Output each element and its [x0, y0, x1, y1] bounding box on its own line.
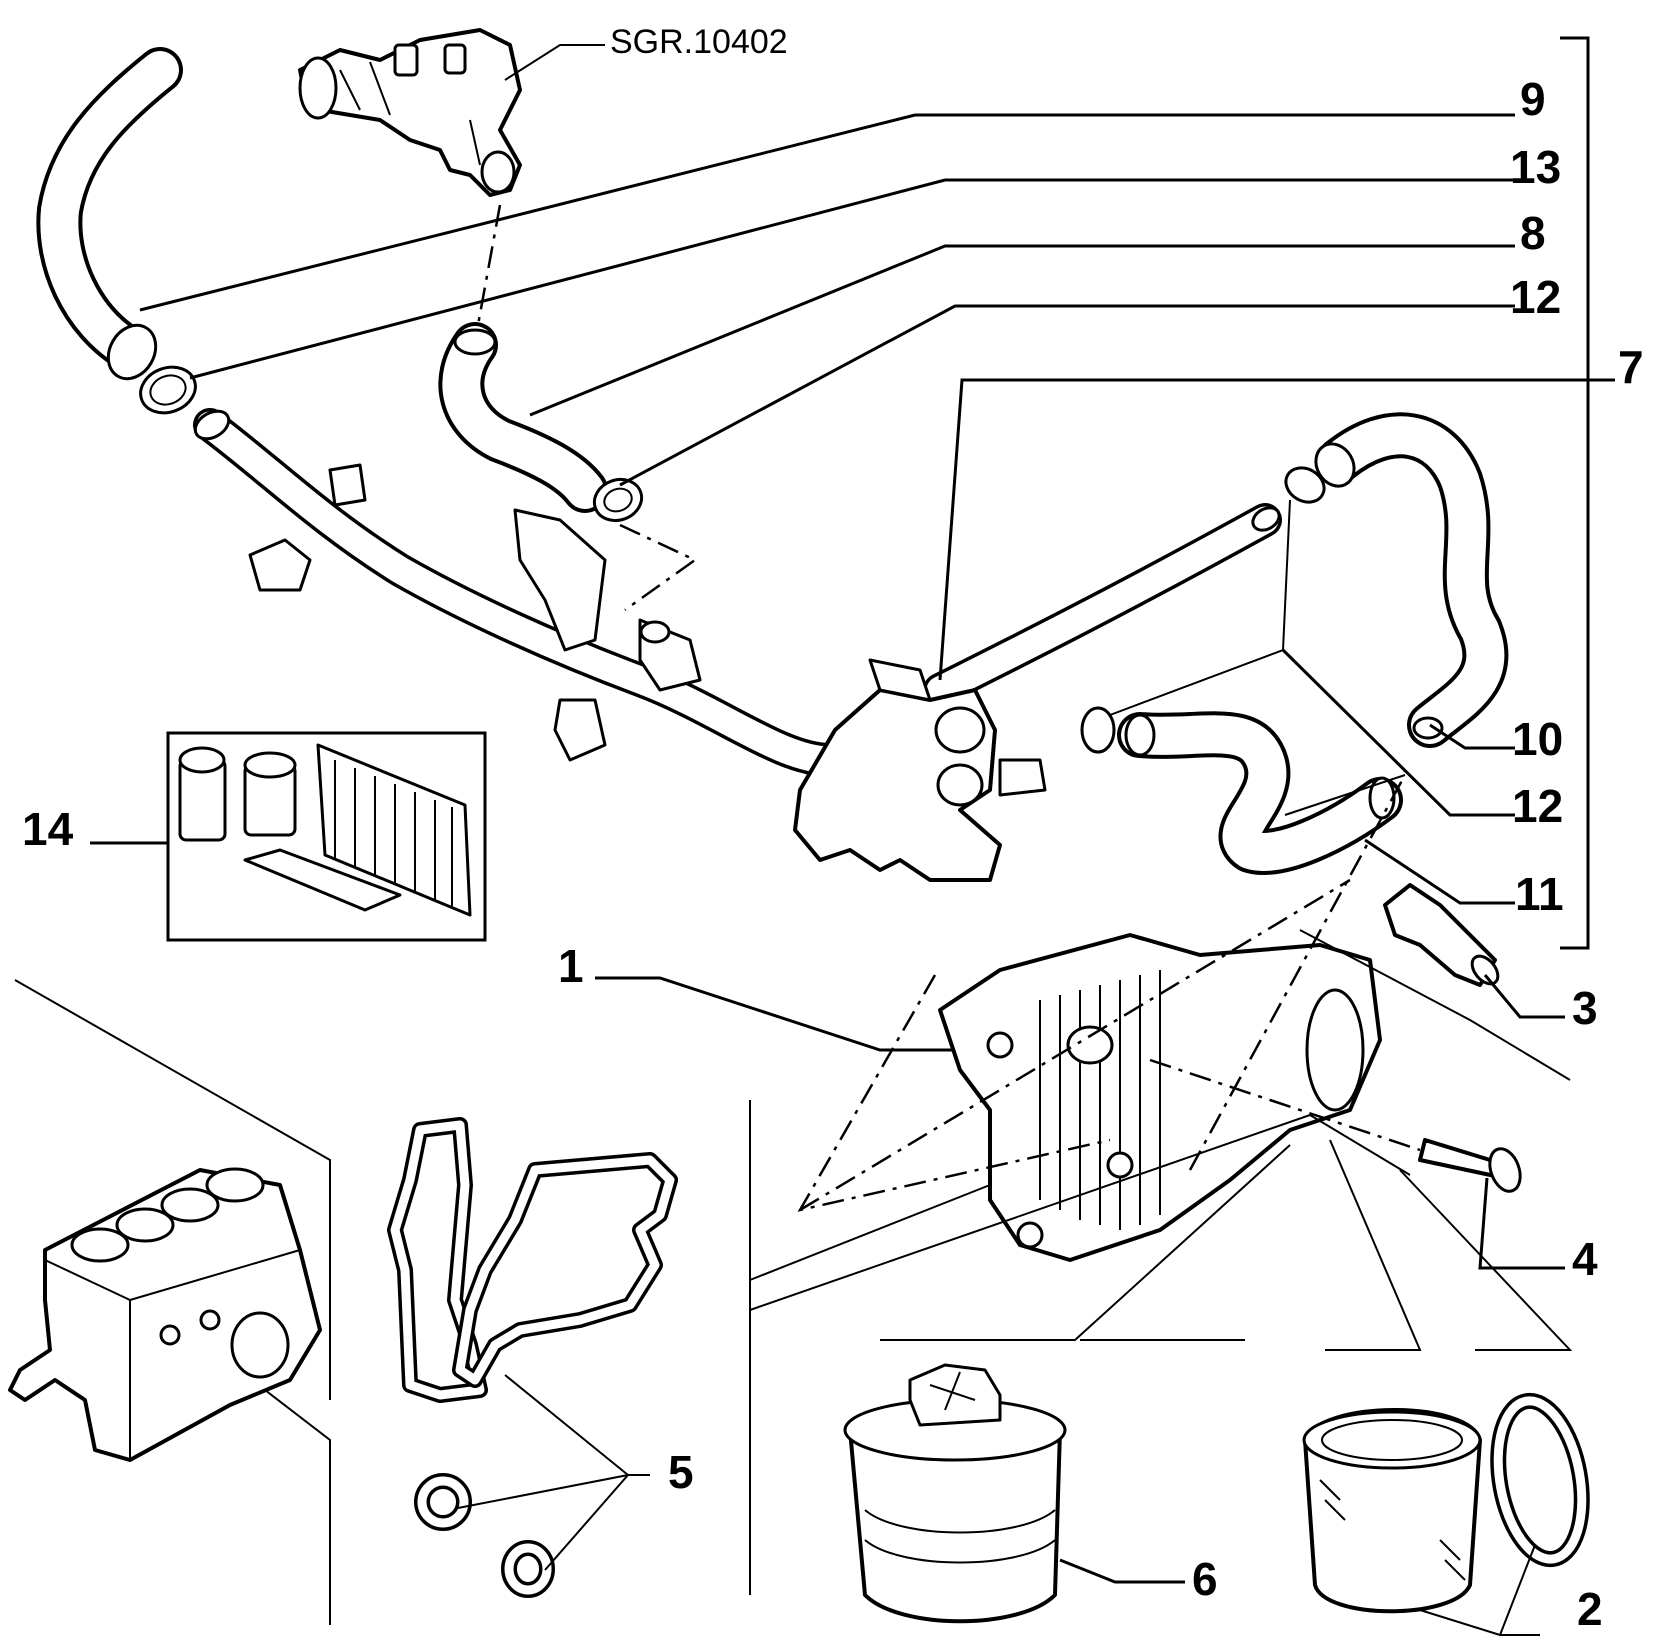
- callout-11: 11: [1515, 868, 1564, 920]
- bolt[interactable]: [1418, 1138, 1526, 1195]
- oil-pressure-sensor[interactable]: [1383, 883, 1503, 989]
- o-ring[interactable]: [501, 1540, 555, 1598]
- thermostat-housing[interactable]: [298, 28, 522, 197]
- callout-9: 9: [1520, 73, 1546, 125]
- callout-12-lower: 12: [1512, 780, 1563, 832]
- connector-dash: [1149, 1058, 1421, 1152]
- leader-line: [1364, 838, 1515, 905]
- leader-line: [457, 1374, 631, 1571]
- callout-10: 10: [1512, 713, 1563, 765]
- leader-line: [1478, 1177, 1565, 1270]
- construction-line: [749, 1184, 991, 1281]
- leader-line: [1419, 1544, 1540, 1637]
- leader-line: [529, 244, 1515, 417]
- leader-line: [1483, 974, 1565, 1019]
- callout-4: 4: [1572, 1233, 1598, 1285]
- bypass-hose[interactable]: [438, 322, 608, 513]
- callout-5: 5: [668, 1446, 694, 1498]
- upper-coolant-hose[interactable]: [36, 47, 183, 387]
- leader-line: [1429, 723, 1515, 750]
- leader-line: [1059, 1558, 1185, 1584]
- construction-line: [880, 1144, 1291, 1341]
- gasket[interactable]: [387, 1117, 488, 1403]
- callout-8: 8: [1520, 207, 1546, 259]
- group-bracket: [1560, 36, 1590, 950]
- filter-kit-box[interactable]: [166, 731, 487, 942]
- o-ring[interactable]: [414, 1473, 472, 1531]
- leader-line: [938, 378, 1615, 681]
- callout-2: 2: [1577, 1583, 1603, 1635]
- reference-code: SGR.10402: [610, 23, 788, 61]
- hose-clamp[interactable]: [1080, 706, 1116, 754]
- leader-line: [189, 178, 1515, 380]
- construction-line: [749, 1113, 1411, 1311]
- callout-14: 14: [22, 803, 74, 855]
- callout-3: 3: [1572, 982, 1598, 1034]
- gasket[interactable]: [452, 1152, 678, 1388]
- construction-line: [1284, 774, 1571, 1081]
- connector-dash: [619, 523, 698, 612]
- hose-clamp[interactable]: [1280, 461, 1331, 509]
- leader-line: [1281, 648, 1515, 817]
- connector-dash: [799, 878, 1351, 1212]
- callout-6: 6: [1192, 1553, 1218, 1605]
- engine-block[interactable]: [8, 1167, 322, 1462]
- leader-line: [595, 976, 955, 1052]
- construction-line: [1325, 1139, 1573, 1351]
- callout-7: 7: [1618, 341, 1644, 393]
- hose-clamp[interactable]: [589, 473, 648, 527]
- connector-dash: [476, 204, 502, 326]
- filter-o-ring[interactable]: [1487, 1392, 1594, 1568]
- callout-13: 13: [1510, 141, 1561, 193]
- construction-line: [14, 979, 331, 1400]
- coolant-pipe-assembly[interactable]: [190, 406, 1283, 882]
- connector-dash: [1188, 774, 1407, 1171]
- hose-clamp[interactable]: [134, 360, 202, 420]
- oil-cooler-hose[interactable]: [1117, 711, 1403, 875]
- callout-1: 1: [558, 940, 584, 992]
- radiator-return-hose[interactable]: [1308, 412, 1509, 748]
- oil-filter-housing[interactable]: [938, 933, 1382, 1262]
- ref-leader: [504, 44, 605, 81]
- oil-filter-element[interactable]: [1302, 1408, 1482, 1614]
- callout-12-upper: 12: [1510, 271, 1561, 323]
- leader-line: [139, 113, 1515, 312]
- leader-line: [619, 304, 1515, 487]
- oil-filter-cap[interactable]: [843, 1363, 1067, 1624]
